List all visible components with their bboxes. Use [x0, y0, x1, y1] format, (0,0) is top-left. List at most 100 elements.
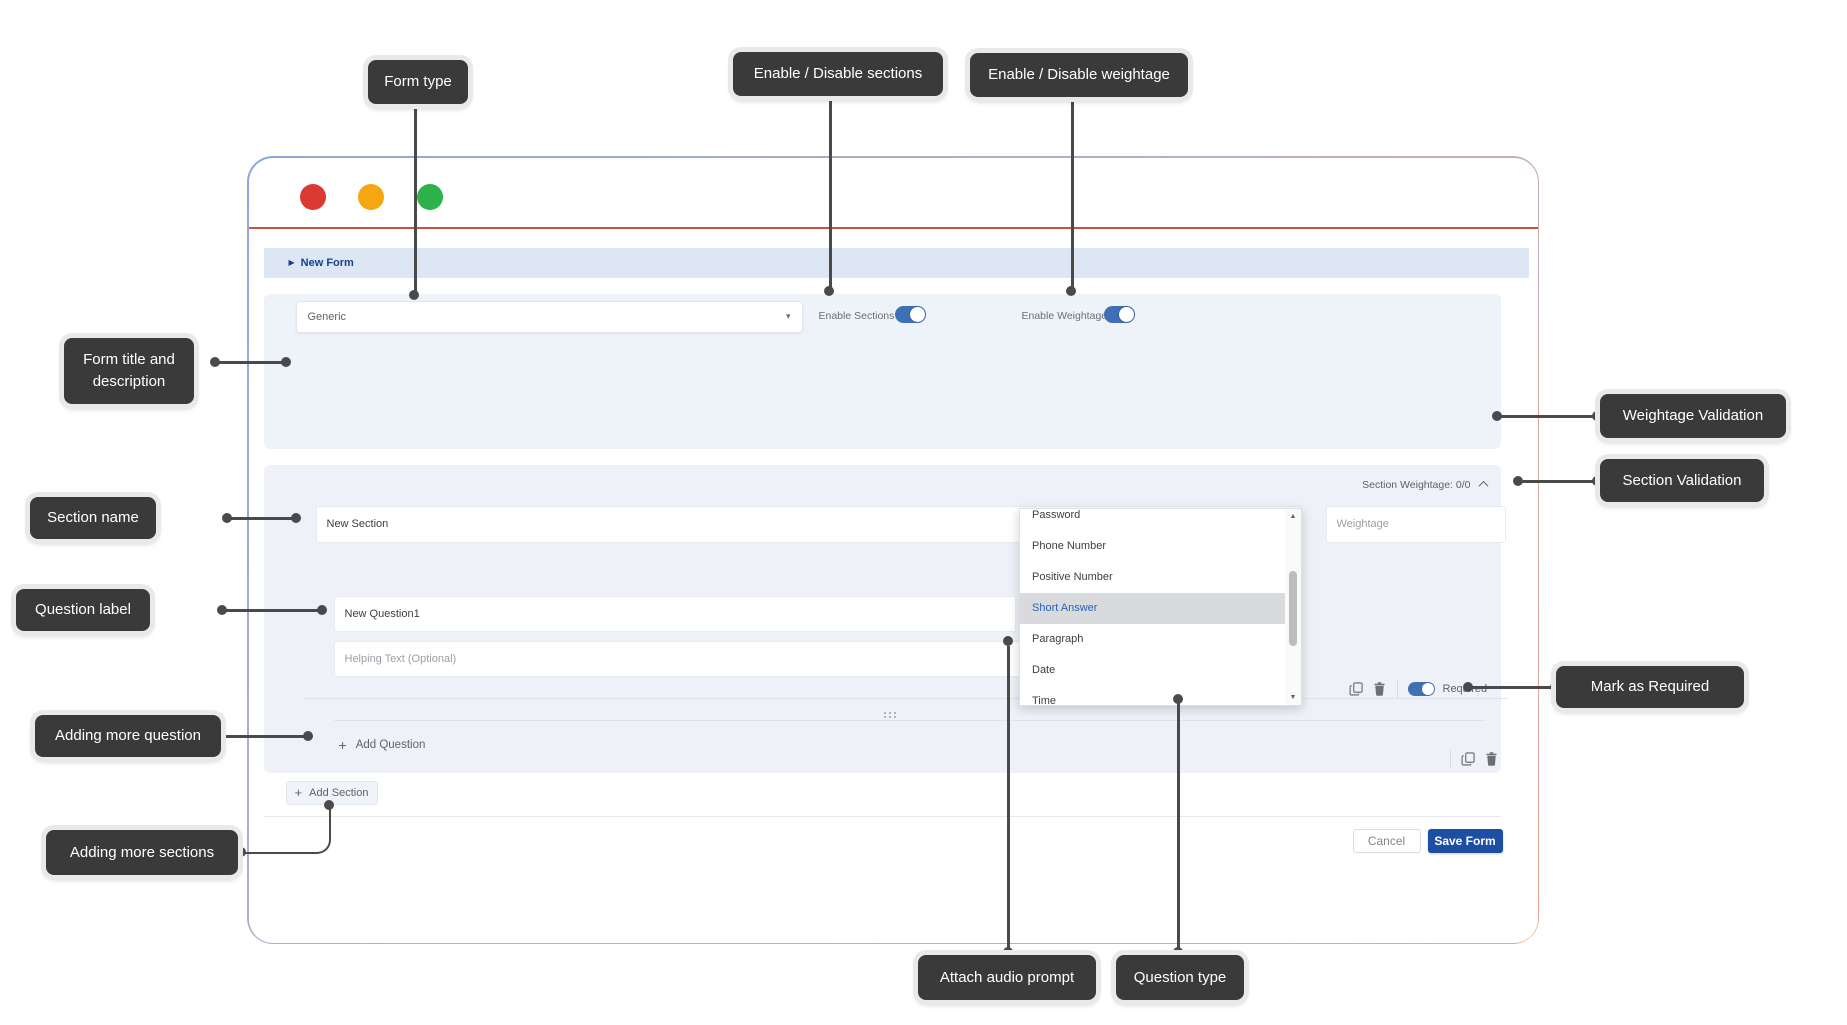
window-close-button[interactable] [299, 183, 326, 210]
callout-attach-audio: Attach audio prompt [918, 955, 1096, 1000]
connector-dot [1592, 411, 1602, 421]
callout-question-type: Question type [1116, 955, 1244, 1000]
connector-dot [1492, 411, 1502, 421]
scrollbar-thumb[interactable] [1289, 571, 1297, 646]
add-section-label: Add Section [309, 786, 369, 799]
form-settings-panel: Generic ▾ Enable Sections Enable Weighta… [263, 293, 1501, 574]
connector-dot [1173, 694, 1183, 704]
plus-icon: + [294, 785, 303, 800]
dropdown-option[interactable]: Positive Number [1032, 571, 1113, 583]
connector-dot [303, 731, 313, 741]
connector-add-question [216, 735, 308, 738]
connector-dot [1550, 682, 1560, 692]
copy-section-icon[interactable] [1460, 751, 1476, 767]
breadcrumb: ▶ New Form [263, 247, 1529, 278]
connector-dot [1003, 636, 1013, 646]
chevron-down-icon: ▾ [785, 311, 791, 321]
delete-question-icon[interactable] [1372, 681, 1387, 697]
connector-question-label [225, 609, 323, 612]
connector-form-title [218, 361, 284, 364]
dropdown-option[interactable]: Date [1032, 664, 1056, 676]
connector-dot [1003, 947, 1013, 957]
divider [1449, 749, 1451, 768]
callout-enable-sections: Enable / Disable sections [733, 52, 943, 96]
dropdown-scrollbar[interactable]: ▲ ▼ [1285, 509, 1301, 705]
section-weightage-input[interactable] [1325, 505, 1506, 543]
section-actions-row [1448, 749, 1507, 768]
dropdown-option-selected[interactable]: Short Answer [1020, 593, 1285, 624]
enable-sections-label: Enable Sections [818, 309, 895, 322]
delete-section-icon[interactable] [1484, 751, 1499, 767]
connector-dot [317, 605, 327, 615]
add-question-button[interactable]: + Add Question [339, 737, 426, 753]
section-weightage-summary[interactable]: Section Weightage: 0/0 [1362, 479, 1488, 491]
connector-dot [236, 847, 246, 857]
chevron-up-icon[interactable] [1478, 480, 1488, 491]
connector-dot [324, 800, 334, 810]
window-minimize-button[interactable] [357, 183, 384, 210]
dropdown-option[interactable]: Phone Number [1032, 540, 1106, 552]
connector-form-type [414, 104, 417, 294]
callout-add-question: Adding more question [35, 715, 221, 757]
toggle-knob [1118, 306, 1134, 322]
browser-window-content: ▶ New Form Generic ▾ Enable Sections Ena… [248, 157, 1538, 943]
required-toggle[interactable] [1407, 681, 1435, 696]
question-label-input[interactable] [333, 595, 1016, 632]
enable-weightage-label: Enable Weightage [1021, 309, 1108, 322]
callout-form-title: Form title and description [64, 338, 194, 404]
cancel-button[interactable]: Cancel [1352, 828, 1421, 853]
drag-handle-icon[interactable] [883, 711, 898, 719]
dropdown-option[interactable]: Password [1032, 509, 1081, 521]
callout-weightage-validation: Weightage Validation [1600, 394, 1786, 438]
browser-window: ▶ New Form Generic ▾ Enable Sections Ena… [247, 156, 1539, 944]
connector-enable-sections [829, 96, 832, 290]
form-type-value: Generic [307, 310, 347, 323]
connector-mark-required [1471, 686, 1555, 689]
add-section-button[interactable]: + Add Section [285, 780, 378, 805]
connector-dot [1592, 476, 1602, 486]
connector-enable-weightage [1071, 97, 1074, 290]
breadcrumb-arrow-icon: ▶ [288, 258, 295, 267]
enable-sections-toggle[interactable] [894, 305, 926, 323]
connector-dot [291, 513, 301, 523]
window-maximize-button[interactable] [416, 183, 443, 210]
connector-dot [281, 357, 291, 367]
connector-dot [217, 605, 227, 615]
footer-divider [263, 815, 1501, 817]
connector-dot [210, 357, 220, 367]
scroll-up-icon[interactable]: ▲ [1289, 513, 1297, 520]
toggle-knob [909, 306, 925, 322]
save-form-button[interactable]: Save Form [1427, 828, 1503, 853]
breadcrumb-label: New Form [300, 256, 354, 269]
connector-question-type [1177, 700, 1180, 956]
form-type-select[interactable]: Generic ▾ [295, 300, 803, 333]
connector-section-validation [1521, 480, 1597, 483]
add-question-label: Add Question [355, 738, 426, 751]
question-type-dropdown: Password Phone Number Positive Number Sh… [1019, 508, 1302, 706]
connector-attach-audio [1007, 646, 1010, 956]
callout-enable-weightage: Enable / Disable weightage [970, 53, 1188, 97]
question-divider [333, 719, 1486, 721]
copy-question-icon[interactable] [1348, 681, 1364, 697]
section-header-divider [303, 697, 1508, 699]
callout-mark-required: Mark as Required [1556, 666, 1744, 708]
question-actions-row: Required [1348, 679, 1487, 698]
divider [1396, 679, 1398, 698]
callout-form-type: Form type [368, 60, 468, 104]
connector-add-sections [245, 806, 331, 854]
connector-dot [222, 513, 232, 523]
callout-question-label: Question label [16, 589, 150, 631]
section-panel: Section Weightage: 0/0 [263, 464, 1508, 773]
dropdown-option[interactable]: Paragraph [1032, 633, 1084, 645]
connector-dot [1513, 476, 1523, 486]
callout-section-name: Section name [30, 497, 156, 539]
connector-dot [1463, 682, 1473, 692]
connector-dot [1066, 286, 1076, 296]
enable-weightage-toggle[interactable] [1103, 305, 1135, 323]
scroll-down-icon[interactable]: ▼ [1289, 694, 1297, 701]
callout-add-sections: Adding more sections [46, 830, 238, 875]
dropdown-option[interactable]: Time [1032, 695, 1057, 706]
connector-section-name [230, 517, 296, 520]
titlebar-divider [248, 226, 1538, 229]
